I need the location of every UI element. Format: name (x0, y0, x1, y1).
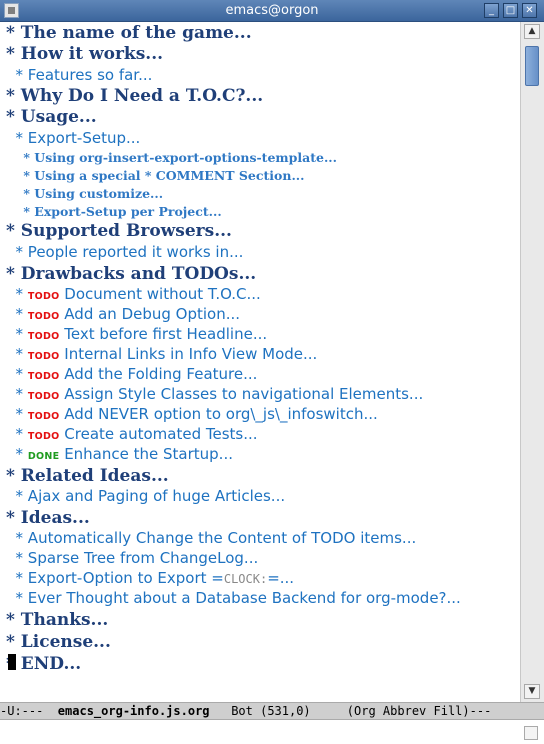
headline-prefix: * (6, 345, 28, 363)
modeline-modes: (Org Abbrev Fill) (346, 704, 470, 718)
headline-level2[interactable]: * Export-Setup... (6, 129, 141, 147)
headline-level3[interactable]: * Using org-insert-export-options-templa… (6, 150, 337, 165)
headline-level1[interactable]: * Ideas... (6, 508, 90, 528)
headline-level1[interactable]: * Supported Browsers... (6, 221, 232, 241)
todo-keyword: TODO (27, 431, 60, 442)
arrow-up-icon[interactable]: ▲ (524, 24, 540, 39)
headline-text: Create automated Tests... (59, 425, 258, 443)
todo-item[interactable]: * TODO Text before first Headline... (6, 325, 268, 343)
todo-keyword: TODO (27, 311, 60, 322)
maximize-button[interactable]: □ (503, 3, 518, 18)
vertical-scrollbar[interactable]: ▲ ▼ (520, 22, 544, 702)
headline-text: Add the Folding Feature... (59, 365, 258, 383)
headline-level1[interactable]: * Usage... (6, 107, 97, 127)
todo-item[interactable]: * TODO Assign Style Classes to navigatio… (6, 385, 424, 403)
headline-text: =... (267, 569, 295, 587)
modeline-position: Bot (531,0) (209, 704, 347, 718)
todo-item[interactable]: * TODO Add NEVER option to org\_js\_info… (6, 405, 378, 423)
headline-prefix: * (6, 385, 28, 403)
arrow-down-icon[interactable]: ▼ (524, 684, 540, 699)
headline-level2[interactable]: * Export-Option to Export =CLOCK:=... (6, 569, 295, 587)
window-title: emacs@orgon (225, 3, 319, 18)
text-cursor (8, 654, 16, 670)
headline-prefix: * (6, 285, 28, 303)
clock-keyword: CLOCK: (223, 572, 268, 586)
headline-text: Assign Style Classes to navigational Ele… (59, 385, 424, 403)
minibuffer[interactable] (0, 720, 544, 744)
todo-keyword: TODO (27, 391, 60, 402)
headline-text: Add an Debug Option... (59, 305, 241, 323)
headline-level1[interactable]: * How it works... (6, 44, 164, 64)
modeline-buffer-name: emacs_org-info.js.org (57, 704, 210, 718)
headline-prefix: * Export-Option to Export = (6, 569, 224, 587)
headline-level3[interactable]: * Using customize... (6, 186, 164, 201)
headline-level1[interactable]: * Why Do I Need a T.O.C?... (6, 86, 264, 106)
todo-item[interactable]: * TODO Document without T.O.C... (6, 285, 261, 303)
headline-level1[interactable]: * Related Ideas... (6, 466, 169, 486)
todo-item[interactable]: * TODO Add the Folding Feature... (6, 365, 258, 383)
headline-level2[interactable]: * Ever Thought about a Database Backend … (6, 589, 461, 607)
todo-item[interactable]: * TODO Create automated Tests... (6, 425, 258, 443)
headline-level3[interactable]: * Export-Setup per Project... (6, 204, 222, 219)
headline-level3[interactable]: * Using a special * COMMENT Section... (6, 168, 305, 183)
headline-prefix: * (6, 405, 28, 423)
headline-prefix: * (6, 305, 28, 323)
org-buffer[interactable]: * The name of the game...* How it works.… (0, 22, 520, 700)
mode-line: -U:--- emacs_org-info.js.org Bot (531,0)… (0, 702, 544, 720)
headline-text: Internal Links in Info View Mode... (59, 345, 318, 363)
todo-item[interactable]: * DONE Enhance the Startup... (6, 445, 233, 463)
headline-level1[interactable]: * The name of the game... (6, 23, 252, 43)
headline-level1[interactable]: * Drawbacks and TODOs... (6, 264, 257, 284)
headline-level2[interactable]: * Automatically Change the Content of TO… (6, 529, 417, 547)
resize-grip-icon[interactable] (524, 726, 538, 740)
scroll-thumb[interactable] (525, 46, 539, 86)
window-titlebar[interactable]: emacs@orgon _ □ ✕ (0, 0, 544, 22)
headline-text: Text before first Headline... (59, 325, 268, 343)
headline-prefix: * (6, 425, 28, 443)
headline-level1[interactable]: * END... (6, 654, 82, 674)
todo-keyword: TODO (27, 331, 60, 342)
headline-text: Enhance the Startup... (59, 445, 233, 463)
todo-item[interactable]: * TODO Add an Debug Option... (6, 305, 241, 323)
todo-keyword: TODO (27, 291, 60, 302)
headline-level2[interactable]: * Ajax and Paging of huge Articles... (6, 487, 286, 505)
window-menu-icon[interactable] (4, 3, 19, 18)
minimize-button[interactable]: _ (484, 3, 499, 18)
close-button[interactable]: ✕ (522, 3, 537, 18)
modeline-tail: --- (469, 704, 492, 718)
headline-text: Add NEVER option to org\_js\_infoswitch.… (59, 405, 378, 423)
todo-keyword: TODO (27, 371, 60, 382)
headline-prefix: * (6, 365, 28, 383)
headline-text: Document without T.O.C... (59, 285, 261, 303)
todo-item[interactable]: * TODO Internal Links in Info View Mode.… (6, 345, 318, 363)
headline-level1[interactable]: * Thanks... (6, 610, 109, 630)
headline-level2[interactable]: * People reported it works in... (6, 243, 244, 261)
modeline-status: -U:--- (0, 704, 58, 718)
headline-level2[interactable]: * Sparse Tree from ChangeLog... (6, 549, 259, 567)
todo-keyword: TODO (27, 351, 60, 362)
done-keyword: DONE (27, 451, 60, 462)
headline-prefix: * (6, 325, 28, 343)
headline-prefix: * (6, 445, 28, 463)
todo-keyword: TODO (27, 411, 60, 422)
headline-level1[interactable]: * License... (6, 632, 111, 652)
headline-level2[interactable]: * Features so far... (6, 66, 153, 84)
